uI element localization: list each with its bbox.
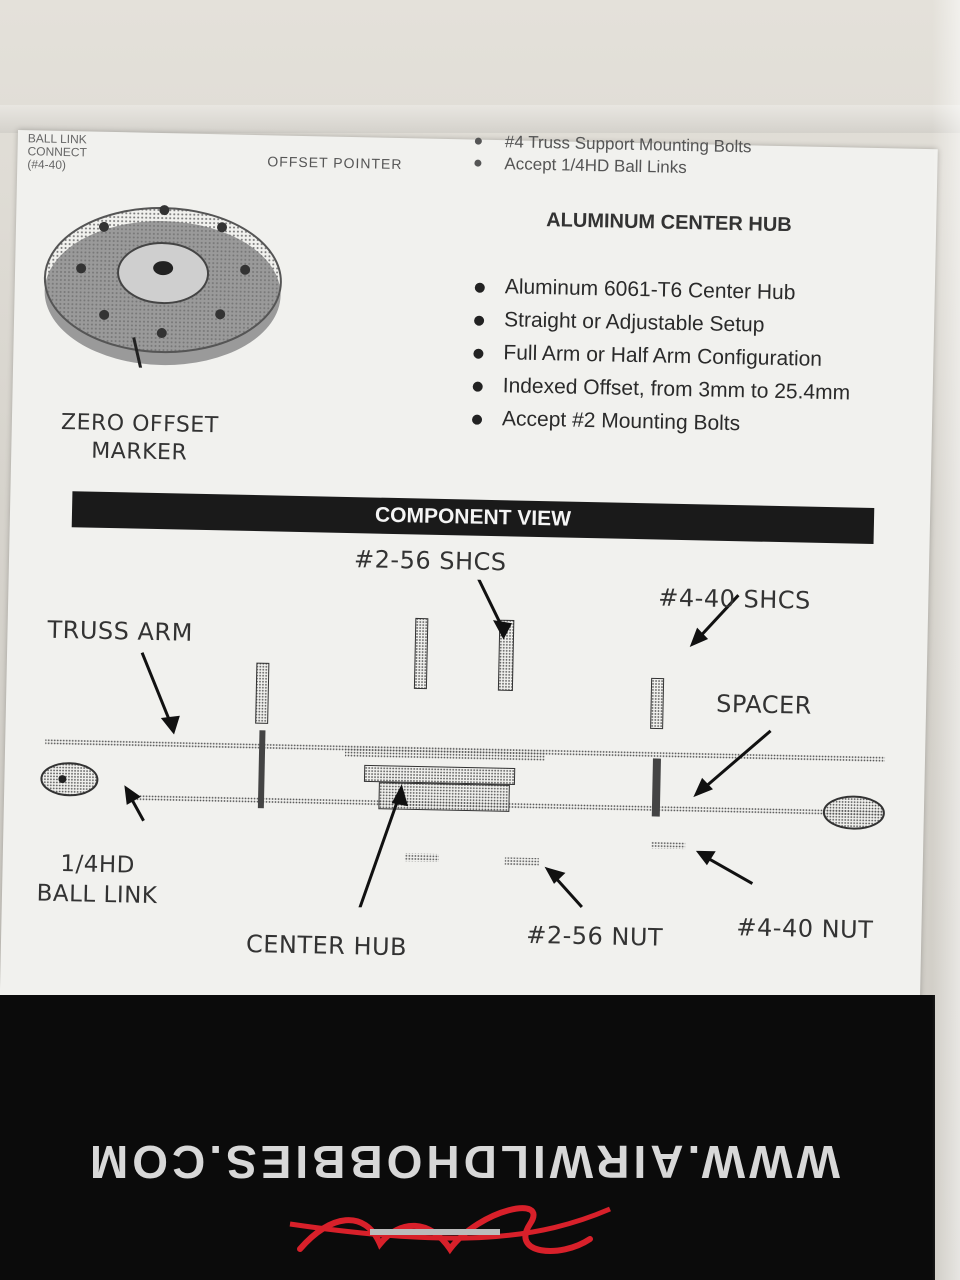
- top-bullet-list: #4 Truss Support Mounting Bolts Accept 1…: [472, 132, 751, 182]
- callout-center-hub: CENTER HUB: [245, 929, 408, 962]
- offset-pointer-label: OFFSET POINTER: [267, 153, 403, 173]
- component-diagram: [40, 570, 886, 919]
- callout-2-56-shcs: #2-56 SHCS: [353, 545, 507, 577]
- bag-edge: [932, 0, 960, 1280]
- callout-spacer: SPACER: [715, 689, 813, 720]
- callout-4-40-nut: #4-40 NUT: [736, 913, 874, 945]
- center-hub-illustration: [43, 205, 282, 370]
- section-title: ALUMINUM CENTER HUB: [545, 209, 792, 237]
- callout-4-40-shcs: #4-40 SHCS: [658, 583, 812, 615]
- airwild-logo: [289, 1205, 611, 1255]
- top-bullet: Accept 1/4HD Ball Links: [472, 154, 751, 182]
- component-view-banner: COMPONENT VIEW: [71, 491, 875, 545]
- callout-2-56-nut: #2-56 NUT: [525, 920, 664, 952]
- bag-fold: [0, 105, 960, 133]
- feature-item: Accept #2 Mounting Bolts: [470, 407, 850, 448]
- feature-list: Aluminum 6061-T6 Center Hub Straight or …: [470, 275, 853, 448]
- ball-link-connect-label: BALL LINK CONNECT (#4-40): [27, 131, 88, 173]
- instruction-card: BALL LINK CONNECT (#4-40) OFFSET POINTER…: [0, 130, 938, 1030]
- callout-truss-arm: TRUSS ARM: [47, 615, 194, 647]
- website-url: WWW.AIRWILDHOBBIES.COM: [85, 1136, 840, 1188]
